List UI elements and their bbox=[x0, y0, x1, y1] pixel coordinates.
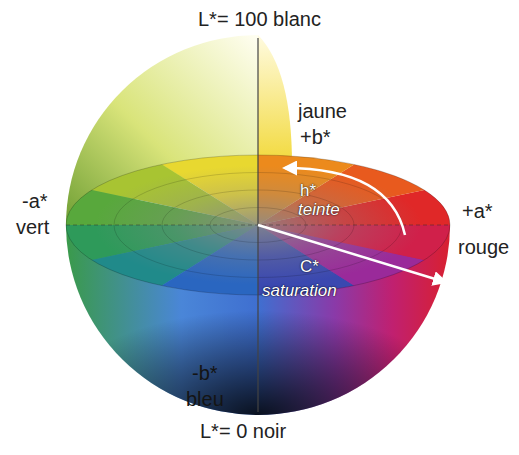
axis-label: L*= 0 noir bbox=[200, 420, 286, 442]
yellow-slice bbox=[258, 35, 292, 165]
color-name: bleu bbox=[186, 388, 224, 410]
quantity-label: saturation bbox=[262, 282, 337, 301]
axis-label: L*= 100 blanc bbox=[198, 8, 321, 30]
quantity-label: teinte bbox=[298, 201, 340, 220]
axis-label: +a* bbox=[462, 200, 493, 222]
axis-label: -b* bbox=[192, 362, 218, 384]
hue-arc bbox=[285, 168, 405, 235]
color-name: jaune bbox=[298, 100, 347, 122]
color-name: vert bbox=[16, 216, 49, 238]
symbol-label: h* bbox=[300, 182, 316, 201]
axis-label: +b* bbox=[300, 126, 331, 148]
axis-label: -a* bbox=[22, 190, 48, 212]
color-name: rouge bbox=[458, 236, 509, 258]
chroma-arrow bbox=[258, 225, 445, 282]
symbol-label: C* bbox=[300, 258, 319, 277]
